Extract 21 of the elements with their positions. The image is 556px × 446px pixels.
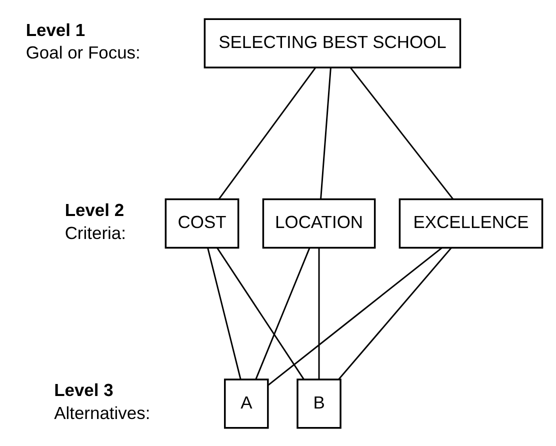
label: Criteria:: [64, 222, 126, 242]
connector: [320, 67, 332, 198]
node-box: A: [224, 378, 269, 428]
label: Alternatives:: [54, 402, 150, 423]
connector: [350, 66, 454, 199]
connector: [207, 247, 242, 379]
label: Level 1: [26, 19, 86, 40]
connector: [255, 247, 310, 379]
label: Level 3: [54, 380, 114, 400]
connector: [268, 246, 442, 386]
node-box: SELECTING BEST SCHOOL: [204, 18, 462, 68]
connector: [216, 247, 304, 380]
node-box: B: [296, 378, 342, 428]
label: Level 2: [64, 199, 124, 220]
node-box: EXCELLENCE: [398, 198, 544, 248]
connector: [218, 66, 316, 199]
label: Goal or Focus:: [26, 42, 140, 62]
node-box: LOCATION: [262, 198, 376, 248]
connector: [338, 247, 452, 380]
node-box: COST: [164, 198, 240, 248]
connector: [318, 248, 320, 379]
